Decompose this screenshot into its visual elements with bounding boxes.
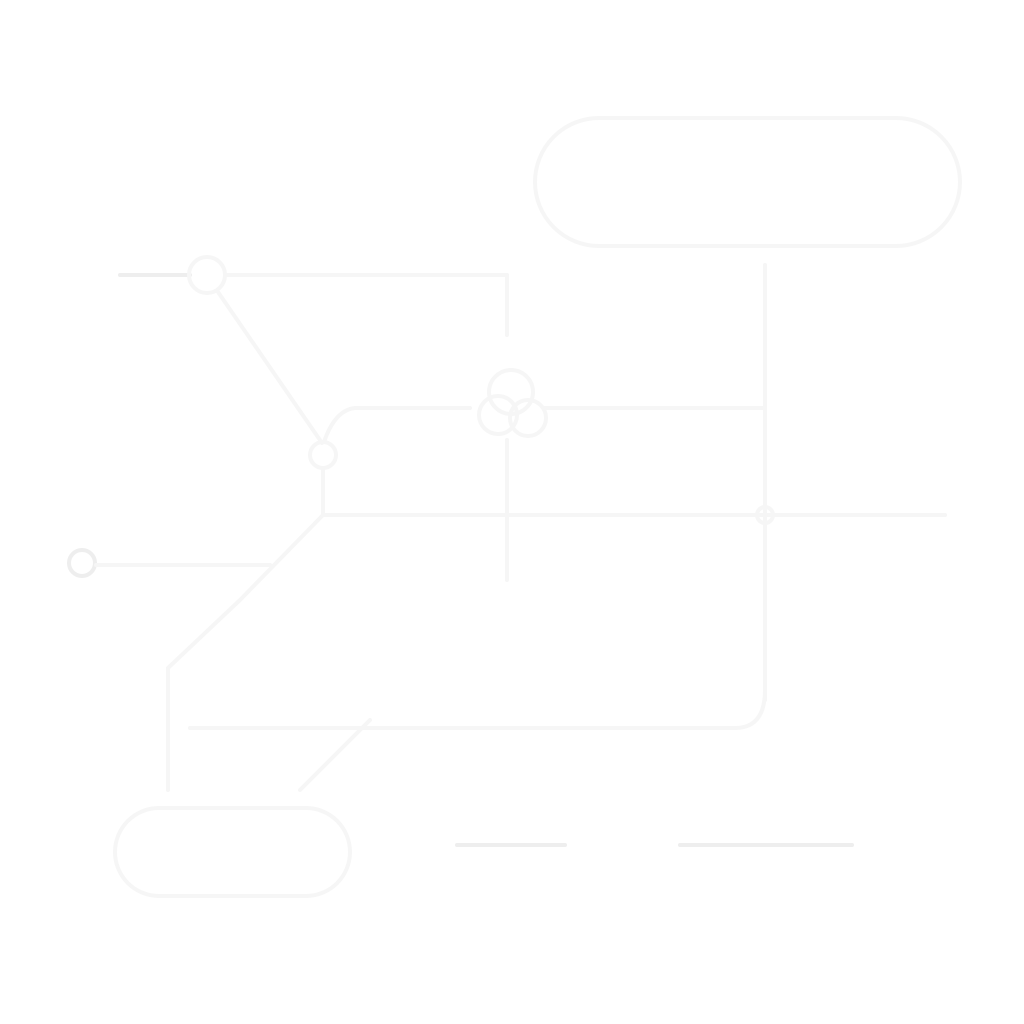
cluster-circle-b (477, 394, 519, 436)
rounded-pill-bottom-left (113, 806, 352, 898)
small-junction-right (755, 505, 775, 525)
curve-to-junction (322, 406, 472, 444)
rounded-box-top-right (533, 116, 962, 248)
diagonal-to-pill (298, 718, 372, 792)
lower-bracket (188, 688, 767, 730)
cluster-circle-c (508, 398, 548, 438)
node-circle-left (67, 548, 97, 578)
diagonal-line-down (216, 290, 324, 445)
diagonal-lower-left (166, 513, 325, 792)
